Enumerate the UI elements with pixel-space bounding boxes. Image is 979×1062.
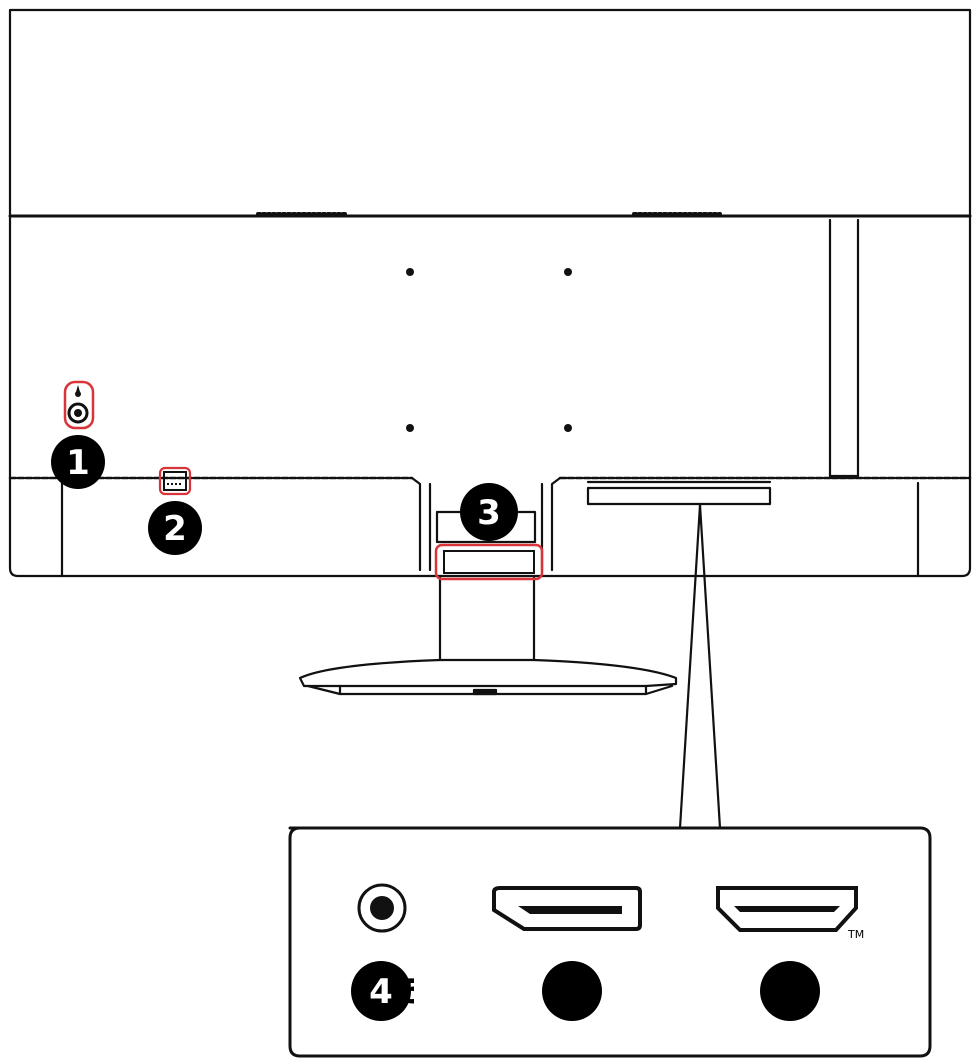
rear-port-strip — [586, 480, 772, 506]
vesa-hole-icon — [564, 424, 572, 432]
callout-3: 3 — [460, 483, 518, 541]
port-detail-pointer — [678, 503, 722, 830]
stand-release-highlight — [434, 543, 544, 581]
vesa-hole-icon — [564, 268, 572, 276]
audio-jack-icon — [357, 883, 407, 933]
monitor-body — [8, 8, 972, 578]
hdmi-icon: TM — [716, 886, 864, 941]
callout-hdmi — [760, 961, 820, 1021]
vesa-hole-icon — [406, 268, 414, 276]
lock-highlight — [158, 466, 192, 496]
callout-2: 2 — [148, 501, 202, 555]
callout-1: 1 — [51, 435, 105, 489]
power-button-icon[interactable] — [63, 380, 95, 430]
callout-5: 5 — [402, 972, 426, 1012]
vesa-hole-icon — [406, 424, 414, 432]
trademark-label: TM — [847, 928, 864, 941]
callout-1-label: 1 — [66, 443, 90, 483]
displayport-icon — [492, 886, 642, 931]
callout-4: 4 — [351, 961, 411, 1021]
callout-5-label: 5 — [402, 972, 426, 1012]
stand-base — [298, 658, 678, 696]
callout-3-label: 3 — [477, 493, 501, 533]
power-button-highlight — [63, 380, 95, 430]
stand-neck — [410, 476, 562, 662]
port-detail-panel — [288, 826, 932, 1058]
vesa-mount-holes — [406, 268, 572, 432]
callout-2-label: 2 — [163, 509, 187, 549]
callout-4-label: 4 — [369, 972, 393, 1012]
kensington-lock-icon — [158, 466, 192, 496]
callout-displayport — [542, 961, 602, 1021]
